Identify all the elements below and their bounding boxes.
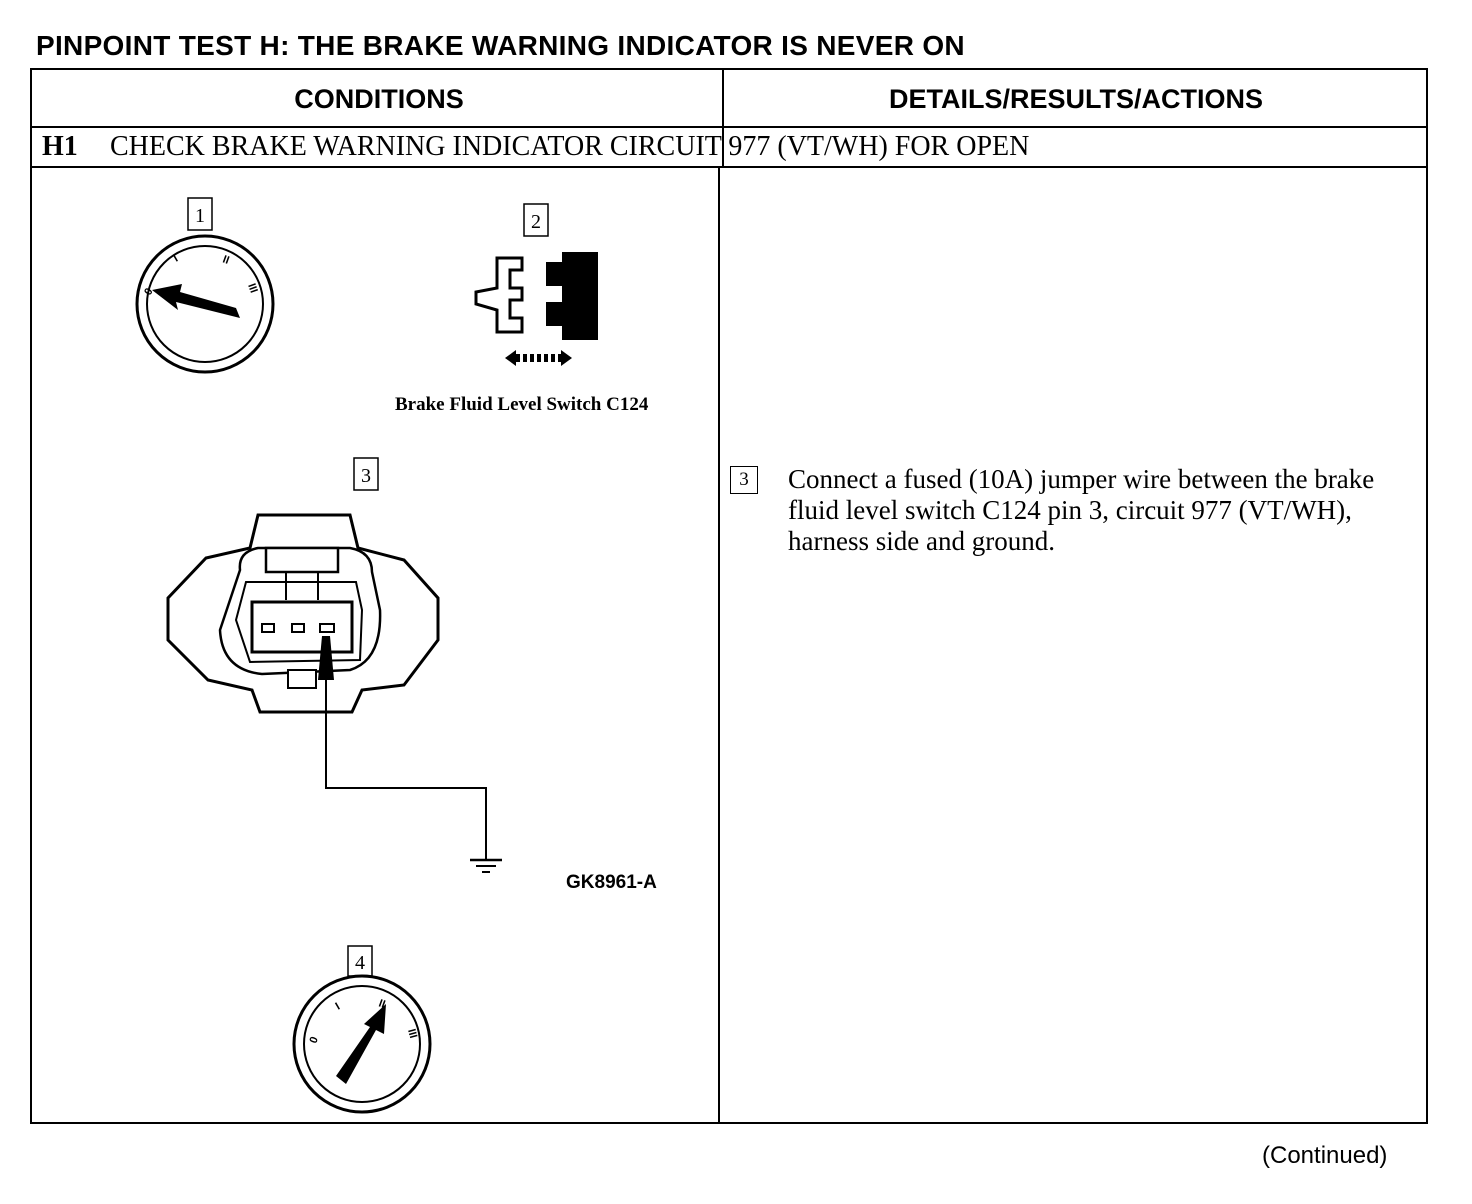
conditions-header: CONDITIONS xyxy=(294,83,464,114)
column-divider-top xyxy=(722,70,724,166)
harness-connector-icon xyxy=(166,513,502,873)
svg-text:III: III xyxy=(245,282,259,295)
action-step-text: Connect a fused (10A) jumper wire betwee… xyxy=(788,464,1375,556)
callout-2: 2 xyxy=(523,203,549,237)
svg-text:1: 1 xyxy=(195,205,205,227)
connector-disconnect-icon xyxy=(474,252,598,366)
details-header: DETAILS/RESULTS/ACTIONS xyxy=(888,83,1263,114)
svg-text:I: I xyxy=(334,1001,343,1013)
page-title: PINPOINT TEST H: THE BRAKE WARNING INDIC… xyxy=(36,30,965,61)
step-divider xyxy=(32,166,1426,168)
callout-1: 1 xyxy=(187,197,213,231)
svg-text:II: II xyxy=(221,254,231,267)
header-divider xyxy=(32,126,1426,128)
ignition-switch-off-icon: 0 I II III xyxy=(135,234,275,374)
action-step-number: 3 xyxy=(730,466,758,494)
ignition-switch-run-icon: 0 I II III xyxy=(292,974,432,1114)
svg-text:3: 3 xyxy=(361,465,371,487)
svg-text:0: 0 xyxy=(308,1035,321,1045)
svg-text:II: II xyxy=(377,998,387,1011)
continued-label: (Continued) xyxy=(1262,1142,1388,1169)
svg-text:4: 4 xyxy=(355,952,365,974)
step-row: H1 CHECK BRAKE WARNING INDICATOR CIRCUIT… xyxy=(42,128,1029,166)
svg-text:I: I xyxy=(172,253,181,265)
svg-text:2: 2 xyxy=(531,211,541,233)
svg-text:III: III xyxy=(405,1028,419,1040)
connector-label: Brake Fluid Level Switch C124 xyxy=(395,394,649,415)
callout-4: 4 xyxy=(347,945,373,977)
pinpoint-test-table: CONDITIONS DETAILS/RESULTS/ACTIONS H1 CH… xyxy=(30,68,1428,1124)
callout-3: 3 xyxy=(353,457,379,491)
column-divider-main xyxy=(718,168,720,1124)
step-title: CHECK BRAKE WARNING INDICATOR CIRCUIT 97… xyxy=(110,131,1030,162)
svg-text:0: 0 xyxy=(142,286,155,297)
figure-id: GK8961-A xyxy=(566,872,657,893)
step-id: H1 xyxy=(42,131,78,162)
